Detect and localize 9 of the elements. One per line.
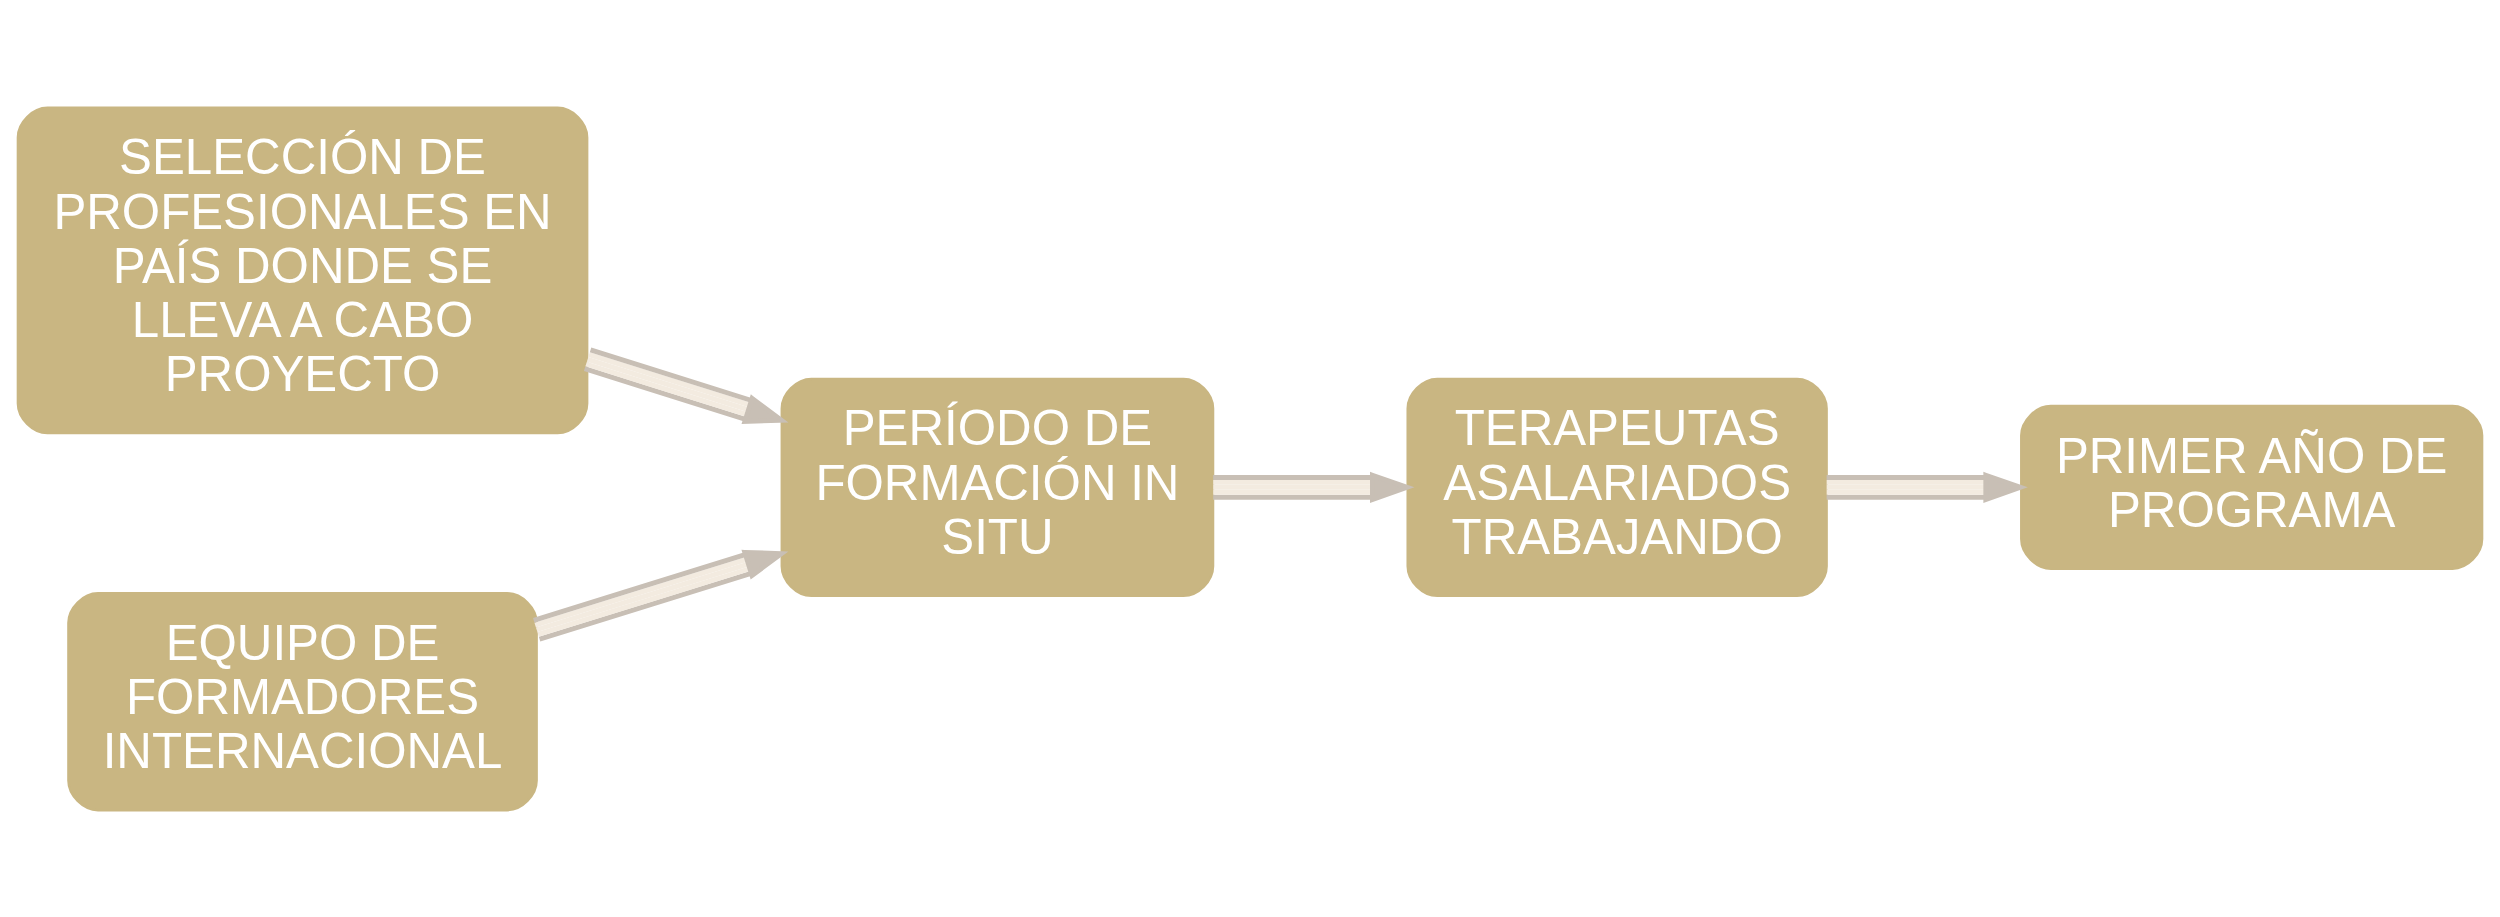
arrow [1213, 471, 1415, 503]
arrow [1826, 471, 2028, 503]
node-box: EQUIPO DE FORMADORES INTERNACIONAL [67, 591, 538, 811]
node-box: TERAPEUTAS ASALARIADOS TRABAJANDO [1406, 377, 1828, 597]
node-box: PERÍODO DE FORMACIÓN IN SITU [780, 377, 1215, 597]
node-box: PRIMER AÑO DE PROGRAMA [2020, 404, 2484, 570]
arrow [533, 549, 789, 641]
arrow [583, 347, 789, 424]
node-box: SELECCIÓN DE PROFESIONALES EN PAÍS DONDE SE LLEVA A CABO PROYECTO [16, 106, 589, 434]
